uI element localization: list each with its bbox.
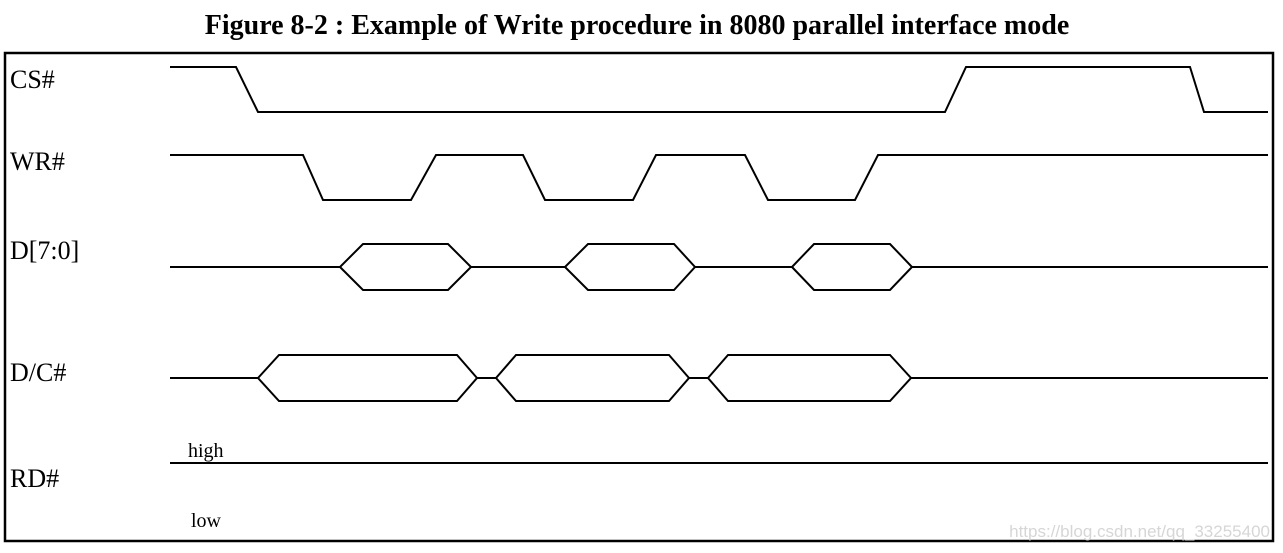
annotation-rd-low-level: low — [191, 510, 222, 532]
annotation-rd-high-level: high — [188, 440, 224, 462]
waveform-cs — [170, 66, 1268, 113]
waveform-dc — [170, 354, 1268, 402]
annotation-group: high low — [188, 440, 224, 532]
signal-label-dc: D/C# — [10, 358, 66, 387]
waveform-wr — [170, 154, 1268, 201]
figure-title: Figure 8-2 : Example of Write procedure … — [205, 10, 1070, 41]
signal-label-rd: RD# — [10, 464, 59, 493]
signal-label-d7-0: D[7:0] — [10, 236, 79, 265]
signal-label-cs: CS# — [10, 65, 55, 94]
signal-label-wr: WR# — [10, 147, 65, 176]
signal-group: CS# WR# D[7:0] D/C# RD# — [10, 65, 1268, 493]
watermark-text: https://blog.csdn.net/qq_33255400 — [1009, 522, 1270, 541]
diagram-border-box — [3, 51, 1275, 543]
waveform-d7-0 — [170, 243, 1268, 291]
